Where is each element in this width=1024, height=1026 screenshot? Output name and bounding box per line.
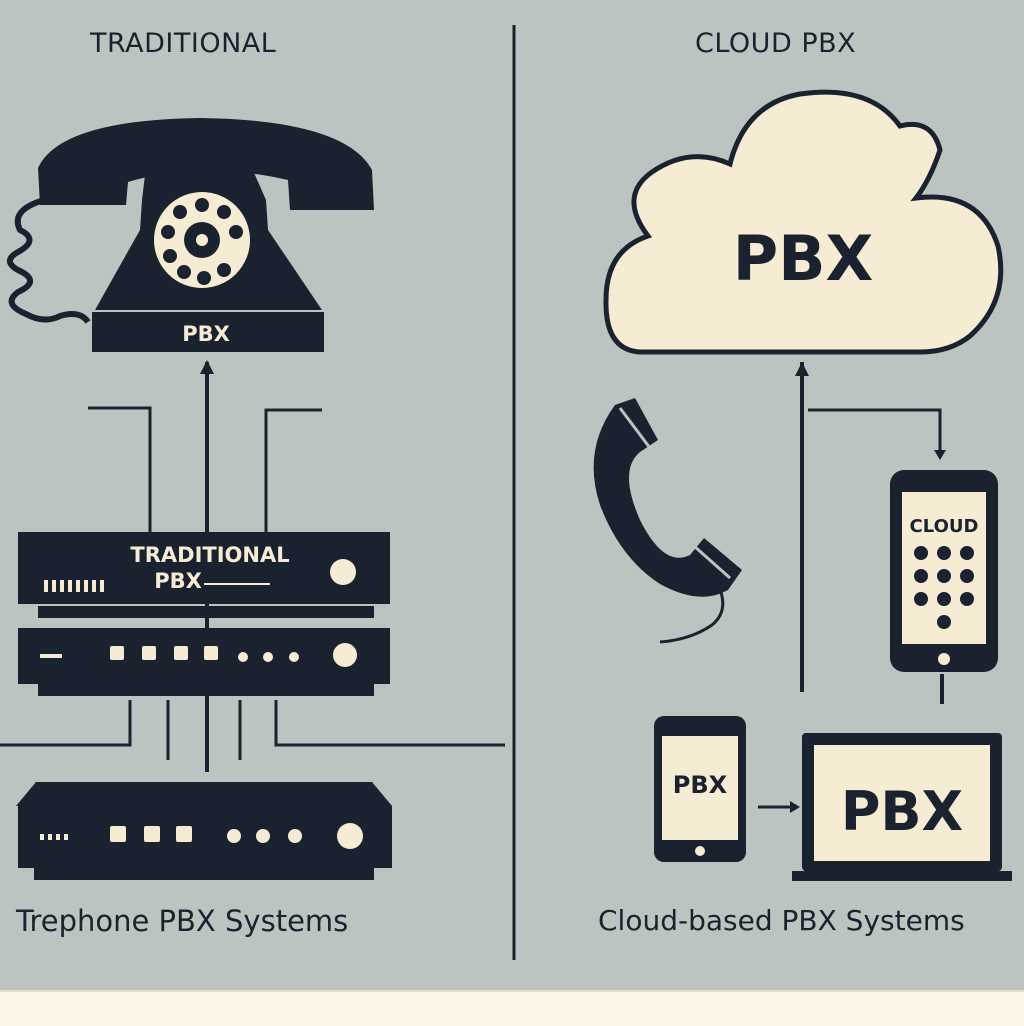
traditional-heading: TRADITIONAL [90,28,277,59]
rack-label-line1: TRADITIONAL [130,543,289,567]
network-wires [0,406,505,760]
bottom-strip [0,990,1024,1026]
laptop-icon [792,733,1012,881]
arrow-connector [758,801,800,813]
mobile-phone-icon [890,470,998,704]
cloud-pbx-label: PBX [733,222,874,295]
phone-pbx-label: PBX [182,322,230,346]
rack-unit-icon [18,532,390,618]
mobile-cloud-label: CLOUD [910,516,979,537]
tablet-pbx-label: PBX [673,771,728,799]
phone-handset-icon [593,398,742,644]
rotary-phone-icon [7,118,374,352]
laptop-pbx-label: PBX [841,780,963,843]
rack-unit-icon [16,782,392,880]
cloud-connectors [795,362,946,692]
cloud-pbx-heading: CLOUD PBX [695,28,857,59]
rack-unit-icon [18,628,390,696]
cloud-caption: Cloud-based PBX Systems [598,904,965,937]
rack-label-line2: PBX [154,569,202,593]
cloud-icon [603,89,1004,355]
tablet-icon [654,716,746,862]
traditional-caption: Trephone PBX Systems [16,904,349,938]
